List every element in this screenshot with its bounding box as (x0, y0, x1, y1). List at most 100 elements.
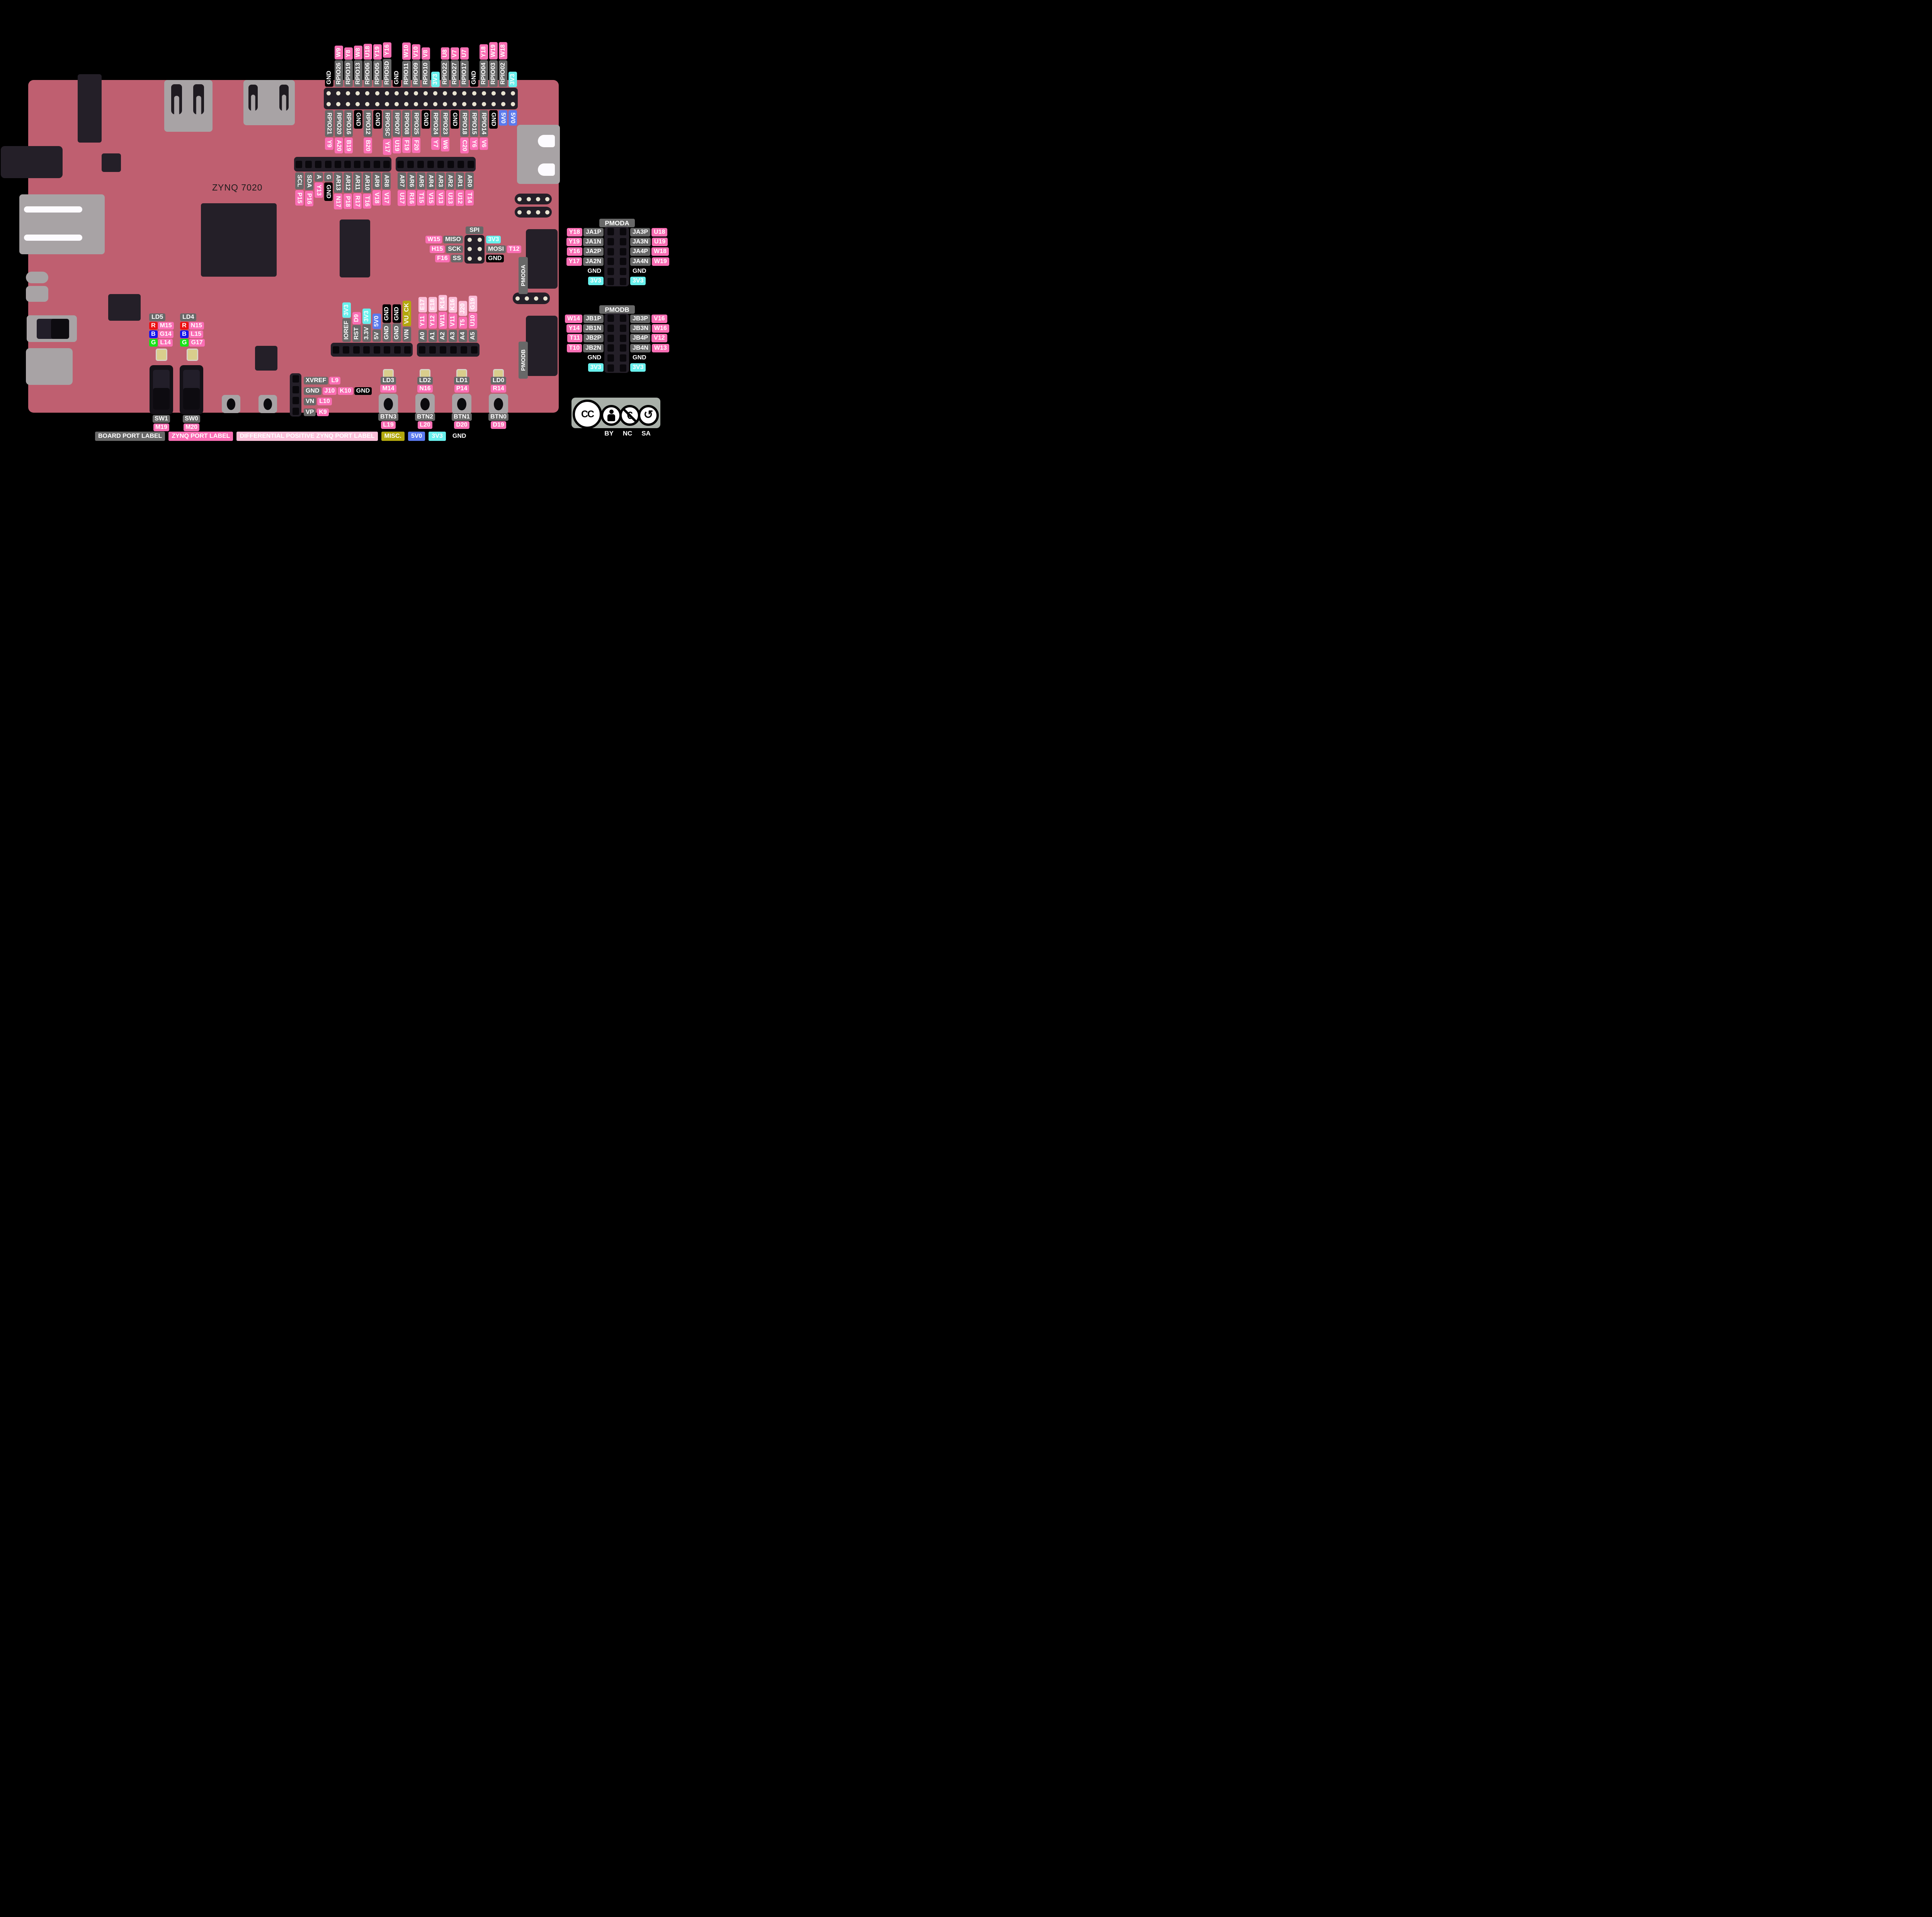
connector-hole (501, 102, 505, 106)
pin-label: F19 (402, 137, 411, 153)
pin-label: 5V0 (508, 110, 517, 126)
pin-label: Y13 (314, 182, 323, 198)
pin-label: AR8 (382, 172, 391, 190)
pin-label: T15 (417, 190, 425, 206)
button-name: BTN1 (452, 413, 472, 421)
pin-label: B (180, 330, 189, 338)
xvref-row: XVREF L9 (304, 375, 372, 386)
pin-label: W13 (651, 344, 669, 352)
pin-column: AR0 T14 (464, 172, 474, 246)
pin-label: GND (587, 267, 601, 274)
connector-hole (481, 102, 486, 106)
pin-column: RPIO12 B20 (363, 110, 372, 184)
pin-label: P16 (304, 191, 313, 207)
spi-row: MOSI T12 (486, 245, 548, 254)
pin-label: GND (486, 255, 504, 263)
pin-label: E18 (429, 296, 437, 313)
pin-label: RST (352, 325, 361, 342)
pmoda-side-text: PMODA (520, 265, 527, 286)
connector-hole (315, 160, 322, 168)
pmoda-side-label: PMODA (519, 257, 528, 294)
pin-column: RPIO21 Y9 (324, 110, 334, 184)
cc-icon: CC (573, 400, 602, 429)
connector-hole (433, 102, 438, 106)
rgb-led-row: B L15 (180, 330, 207, 338)
pin-label: RPIOSC (383, 110, 391, 139)
pmodb-side-text: PMODB (520, 349, 527, 371)
pin-column: AR7 U17 (397, 172, 406, 246)
connector-hole (534, 296, 538, 301)
pin-label: GND (392, 68, 401, 87)
pin-label: U18 (363, 43, 372, 60)
push-button-mid-2 (259, 395, 277, 413)
connector-hole (607, 334, 614, 342)
button-pin: L20 (418, 421, 432, 429)
pin-label: R16 (407, 190, 416, 206)
usb-prong-icon (279, 85, 289, 111)
pin-label: RPIO14 (479, 110, 488, 137)
rpi-header-top-labels: GND W9 RPIO26 Y8 RPIO19 (324, 15, 517, 87)
connector-hole (417, 160, 424, 168)
connector-hole (619, 334, 626, 342)
connector-hole (373, 346, 380, 354)
pin-label: U13 (446, 190, 454, 206)
pin-label: Y7 (431, 137, 440, 150)
pin-label: JA4N (630, 257, 651, 266)
pin-label: 3V3 (342, 302, 351, 318)
pin-label: Y6 (469, 137, 478, 150)
pin-label: Y12 (429, 313, 437, 329)
connector-hole (423, 91, 428, 95)
connector-hole (336, 91, 341, 95)
pin-label: AR5 (417, 172, 425, 190)
pin-label: AR10 (362, 172, 371, 193)
pin-column: SCL P15 (294, 172, 304, 246)
led-button-columns: LD3 M14 BTN3 L19 LD2 N16 BTN2 L20 LD1 P1… (378, 369, 509, 429)
connector-hole (491, 102, 496, 106)
pmod-row: Y16 JA2P (533, 247, 604, 257)
pin-column: E18 Y12 A1 (428, 270, 438, 342)
pmod-row: GND (533, 266, 604, 276)
xvref-connector (290, 373, 301, 417)
pin-label: JA4P (630, 247, 651, 256)
pin-label: K10 (338, 387, 353, 395)
pin-column: GND GND (392, 276, 402, 342)
pin-label: W15 (425, 236, 442, 244)
audio-jack-ic (102, 153, 121, 172)
pin-label: GND (373, 110, 382, 129)
connector-hole (394, 91, 399, 95)
connector-hole (619, 344, 626, 352)
pmod-row: JA3P U18 (630, 227, 678, 237)
spi-row: F16 SS (402, 254, 463, 264)
connector-hole (619, 258, 626, 265)
pin-label: M15 (158, 322, 174, 330)
pmod-row: T10 JB2N (533, 343, 604, 353)
led-pin: P14 (454, 385, 469, 393)
pin-column: AR4 V15 (426, 172, 435, 246)
push-button (379, 394, 398, 414)
pin-label: G (149, 339, 158, 347)
connector-hole (365, 91, 370, 95)
pin-label: K16 (449, 296, 457, 313)
spi-row: H15 SCK (402, 245, 463, 254)
pin-label: V8 (421, 47, 430, 60)
connector-hole (481, 91, 486, 95)
pin-label: RPIO21 (325, 110, 333, 137)
pin-label: C20 (460, 137, 469, 154)
connector-hole (292, 375, 299, 383)
arduino-header-right (396, 157, 476, 172)
pin-column: GND GND (382, 276, 392, 342)
rgb-led-block: LD4 R N15 B L15 (180, 313, 207, 361)
rgb-led-title: LD4 (180, 313, 197, 321)
pin-label: G17 (189, 339, 205, 347)
pin-label: GND (393, 323, 401, 342)
button-name: BTN3 (378, 413, 398, 421)
switch-sw1 (150, 365, 173, 414)
switch-sw0 (180, 365, 203, 414)
pin-label: W19 (489, 42, 498, 60)
connector-hole (472, 91, 476, 95)
pin-column: V8 RPIO10 (421, 15, 430, 87)
led-button-column: LD0 R14 BTN0 D19 (488, 369, 509, 429)
pin-column: U7 RPIO17 (459, 15, 469, 87)
connector-hole (365, 102, 370, 106)
pin-label: VU_CK (403, 301, 411, 327)
